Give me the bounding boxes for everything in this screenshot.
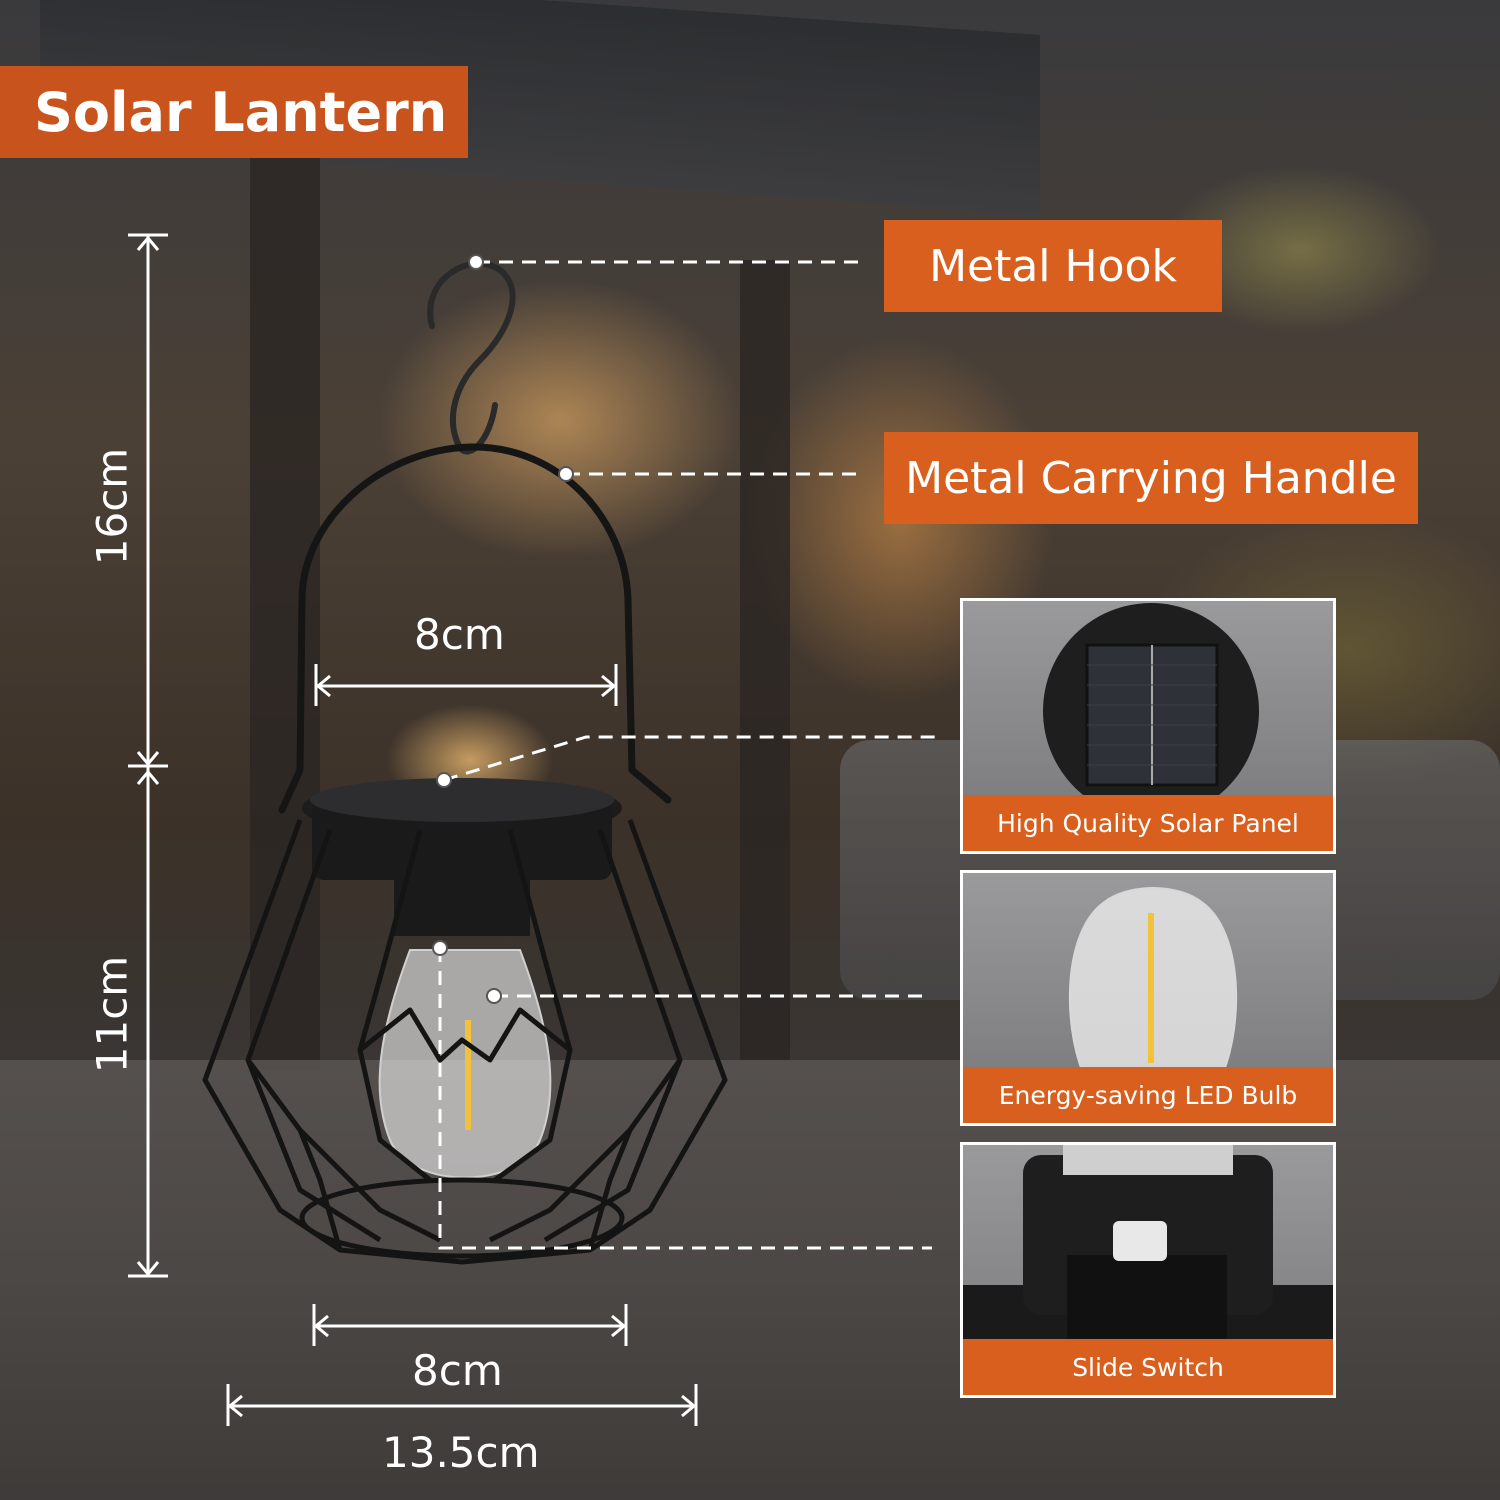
blurred-pillar: [740, 260, 790, 1060]
dim-total-height: 16cm: [87, 447, 137, 566]
page-title: Solar Lantern: [34, 80, 448, 144]
feature-label: Slide Switch: [1072, 1352, 1224, 1382]
dim-overall-width: 13.5cm: [382, 1428, 540, 1477]
dim-bottom-width: 8cm: [412, 1346, 503, 1395]
feature-caption: Energy-saving LED Bulb: [963, 1067, 1333, 1123]
metal-hook-icon: [427, 260, 516, 455]
hook-callout: Metal Hook: [884, 220, 1222, 312]
callout-dots: [432, 254, 574, 1004]
callout-leaders: [438, 260, 940, 1250]
dim-body-height: 11cm: [87, 955, 137, 1074]
led-bulb-icon: [1068, 887, 1238, 1074]
feature-slide-switch: Slide Switch: [960, 1142, 1336, 1398]
feature-label: Energy-saving LED Bulb: [998, 1080, 1298, 1110]
feature-caption: High Quality Solar Panel: [963, 795, 1333, 851]
led-bulb-icon: [378, 949, 552, 1179]
solar-panel-top: [302, 778, 622, 936]
handle-callout-label: Metal Carrying Handle: [905, 452, 1397, 504]
hook-callout-label: Metal Hook: [929, 240, 1177, 292]
blurred-pillar: [250, 120, 320, 1070]
dim-top-width: 8cm: [414, 610, 505, 659]
feature-caption: Slide Switch: [963, 1339, 1333, 1395]
title-banner: Solar Lantern: [0, 66, 468, 158]
dimension-lines: [128, 233, 698, 1426]
solar-panel-icon: [1043, 603, 1259, 819]
feature-led-bulb: Energy-saving LED Bulb: [960, 870, 1336, 1126]
carrying-handle-icon: [278, 443, 672, 814]
feature-label: High Quality Solar Panel: [997, 808, 1299, 838]
feature-solar-panel: High Quality Solar Panel: [960, 598, 1336, 854]
handle-callout: Metal Carrying Handle: [884, 432, 1418, 524]
wire-cage: [202, 819, 728, 1265]
